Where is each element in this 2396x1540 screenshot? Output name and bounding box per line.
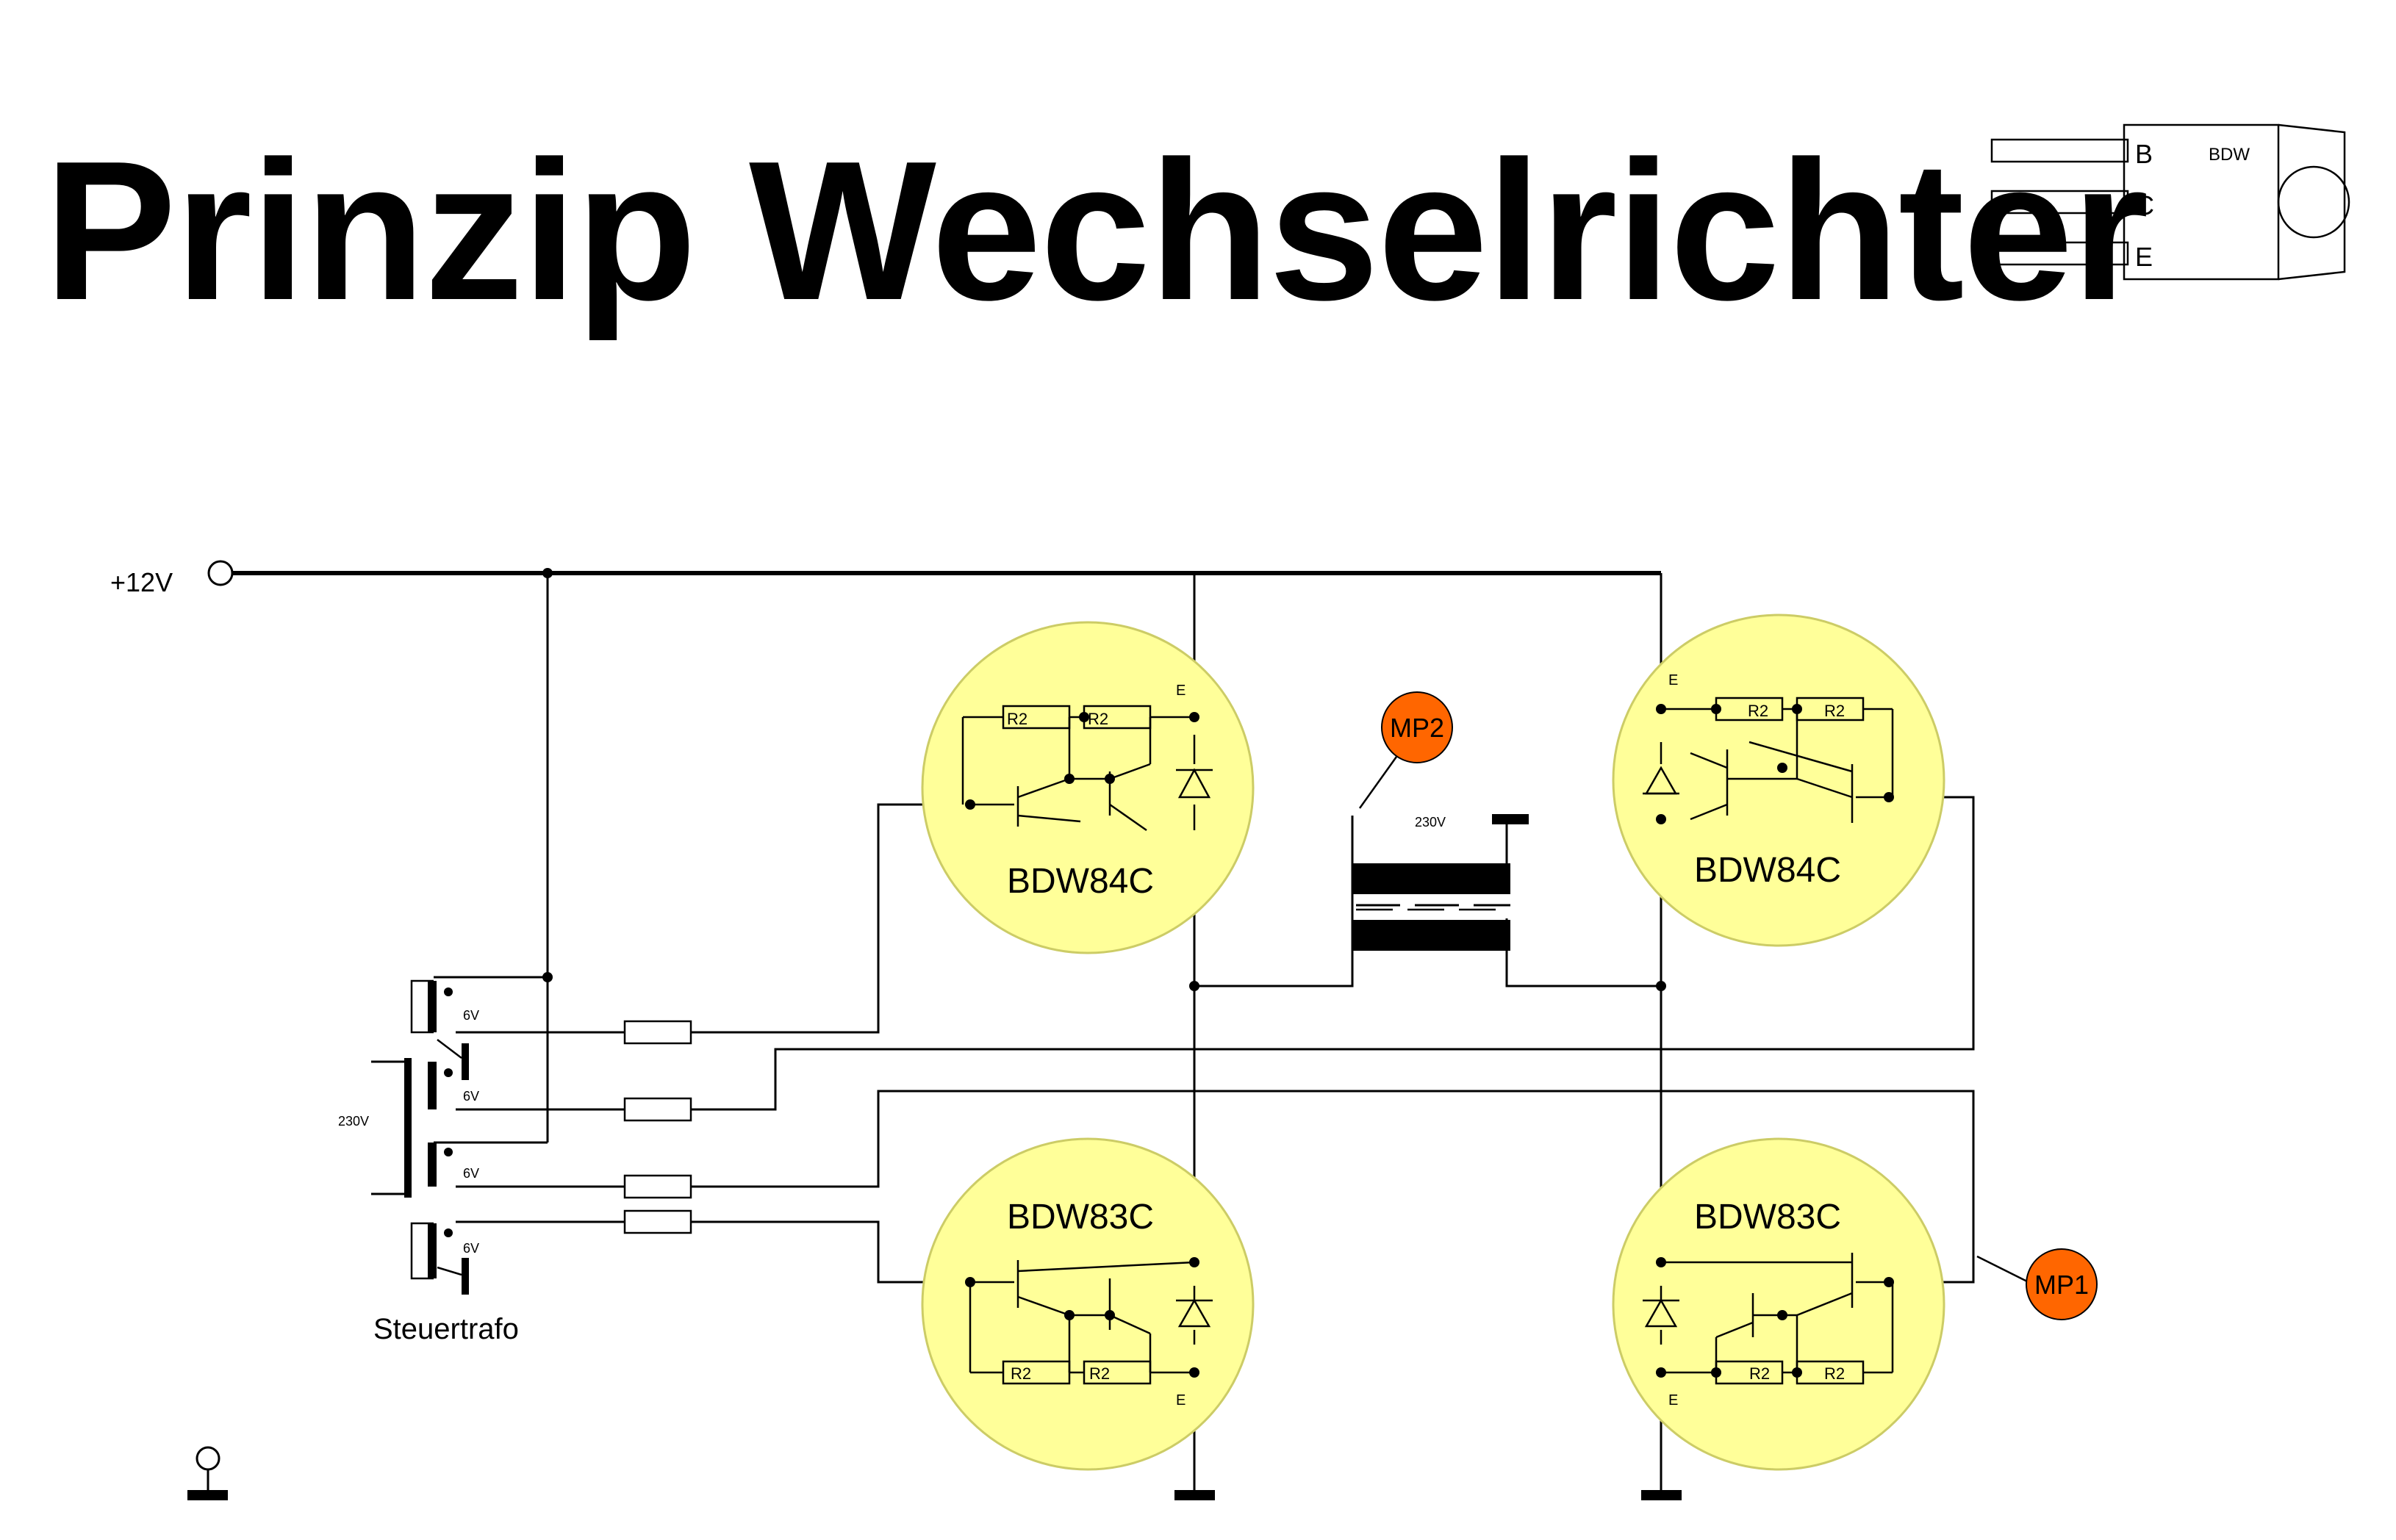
- package-diagram: B C E BDW: [1990, 123, 2350, 281]
- output-transformer: 230V: [1351, 814, 1529, 951]
- junctions: [542, 972, 1666, 991]
- pin-b-label: B: [2135, 139, 2153, 169]
- emitter-label: E: [1176, 1392, 1186, 1408]
- resistor-label: R2: [1824, 1364, 1845, 1383]
- secondary-voltage-1: 6V: [463, 1008, 479, 1023]
- resistor-label: R2: [1824, 702, 1845, 720]
- pin-e-label: E: [2135, 242, 2153, 272]
- module-label: BDW84C: [1694, 851, 1841, 890]
- resistor-label: R2: [1007, 710, 1027, 728]
- primary-voltage-label: 230V: [338, 1114, 369, 1129]
- base-resistors: [623, 1020, 692, 1234]
- module-label: BDW84C: [1007, 862, 1154, 901]
- control-transformer-label: Steuertrafo: [373, 1313, 519, 1345]
- transistor-module-top-right: R2 R2 E BDW84C: [1612, 614, 1945, 947]
- measure-point-mp1: MP1: [1976, 1248, 2098, 1320]
- supply-label: +12V: [110, 567, 173, 597]
- control-transformer: 230V 6V 6V 6V 6V Steuertrafo: [338, 979, 519, 1345]
- page-title: Prinzip Wechselrichter: [44, 120, 2149, 342]
- ground-symbols: [187, 1446, 1682, 1500]
- module-label: BDW83C: [1694, 1198, 1841, 1237]
- supply-rail: +12V: [110, 560, 1661, 597]
- emitter-label: E: [1668, 672, 1678, 688]
- measure-point-mp2: MP2: [1358, 691, 1453, 809]
- transistor-module-bottom-left: R2 R2 E BDW83C: [921, 1137, 1255, 1471]
- package-label: BDW: [2209, 145, 2250, 165]
- emitter-label: E: [1176, 683, 1186, 699]
- secondary-voltage-3: 6V: [463, 1166, 479, 1181]
- resistor-label: R2: [1089, 1364, 1110, 1383]
- secondary-voltage-4: 6V: [463, 1241, 479, 1256]
- resistor-label: R2: [1011, 1364, 1031, 1383]
- transistor-module-top-left: R2 R2 E BDW84C: [921, 621, 1255, 954]
- resistor-label: R2: [1088, 710, 1108, 728]
- pin-c-label: C: [2135, 190, 2154, 220]
- mp1-label: MP1: [2034, 1270, 2089, 1300]
- output-voltage-label: 230V: [1415, 815, 1446, 830]
- resistor-label: R2: [1749, 1364, 1770, 1383]
- transistor-module-bottom-right: R2 R2 E BDW83C: [1612, 1137, 1945, 1471]
- mp2-label: MP2: [1390, 713, 1444, 743]
- resistor-label: R2: [1748, 702, 1768, 720]
- secondary-voltage-2: 6V: [463, 1089, 479, 1104]
- emitter-label: E: [1668, 1392, 1678, 1408]
- module-label: BDW83C: [1007, 1198, 1154, 1237]
